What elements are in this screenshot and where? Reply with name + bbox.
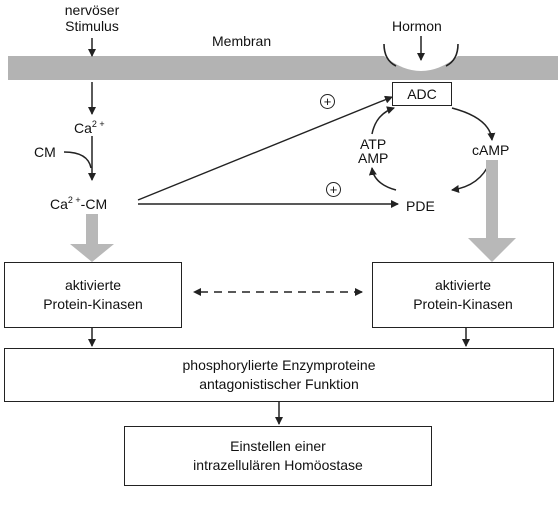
adc-box: ADC xyxy=(392,82,452,106)
kinase-right-line1: aktivierte xyxy=(434,277,492,293)
calmodulin-label: CM xyxy=(34,144,56,160)
thick-arrow-left xyxy=(70,214,114,262)
amp-label: AMP xyxy=(358,150,389,166)
receptor-brackets xyxy=(383,43,459,67)
enzymes-box: phosphorylierte Enzymproteine antagonist… xyxy=(4,348,554,402)
homeostasis-line1: Einstellen einer xyxy=(230,438,326,454)
cycle-atp-to-adc xyxy=(371,106,395,135)
calcium-base: Ca xyxy=(74,120,92,136)
cacm-to-adc-arrow xyxy=(137,95,393,201)
cacm-suffix: -CM xyxy=(80,196,108,212)
cycle-pde-to-amp xyxy=(368,167,397,191)
kinase-box-left: aktivierte Protein-Kinasen xyxy=(4,262,182,328)
stimulus-line1: nervöser xyxy=(64,2,120,18)
kinase-right-line2: Protein-Kinasen xyxy=(413,296,513,312)
kinase-left-line1: aktivierte xyxy=(64,277,122,293)
enzymes-line2: antagonistischer Funktion xyxy=(199,376,359,392)
cm-join-curve xyxy=(63,151,92,169)
atp-label: ATP xyxy=(360,136,387,152)
receptor-notch xyxy=(384,56,458,71)
calcium-charge: 2 + xyxy=(91,119,105,129)
kinase-box-right: aktivierte Protein-Kinasen xyxy=(372,262,554,328)
stimulus-label: nervöser Stimulus xyxy=(52,2,132,34)
activation-plus-adc: + xyxy=(320,94,335,109)
pde-label: PDE xyxy=(406,198,435,214)
cacm-base: Ca xyxy=(50,196,68,212)
calcium-calmodulin-label: Ca2 +-CM xyxy=(50,192,107,212)
camp-label: cAMP xyxy=(472,142,510,158)
activation-plus-pde: + xyxy=(326,182,341,197)
cycle-camp-to-pde xyxy=(451,161,491,193)
stimulus-line2: Stimulus xyxy=(65,18,119,34)
hormone-label: Hormon xyxy=(392,18,442,34)
kinase-left-line2: Protein-Kinasen xyxy=(43,296,143,312)
cycle-adc-to-camp xyxy=(451,107,496,141)
membrane-bar xyxy=(8,56,558,80)
thick-arrow-right xyxy=(468,160,516,262)
membrane-label: Membran xyxy=(212,33,272,49)
cacm-charge: 2 + xyxy=(67,195,81,205)
adc-label: ADC xyxy=(407,85,437,102)
enzymes-line1: phosphorylierte Enzymproteine xyxy=(182,357,376,373)
homeostasis-box: Einstellen einer intrazellulären Homöost… xyxy=(124,426,432,486)
homeostasis-line2: intrazellulären Homöostase xyxy=(193,457,363,473)
calcium-label: Ca2 + xyxy=(74,116,105,136)
